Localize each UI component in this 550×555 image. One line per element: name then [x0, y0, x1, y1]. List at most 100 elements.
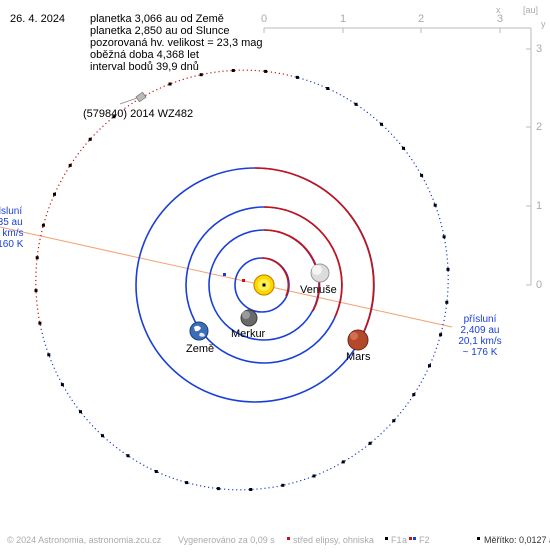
info-line-distance-earth: planetka 3,066 au od Země: [90, 13, 224, 25]
aphelion-title: odsluní: [0, 206, 23, 217]
footer-scale: Měřítko: 0,0127 au/bod: [484, 535, 550, 545]
asteroid-orbit-segment: [82, 146, 84, 148]
asteroid-orbit-point: [185, 481, 189, 485]
asteroid-orbit-point: [88, 137, 92, 141]
asteroid-orbit-segment: [388, 130, 390, 132]
asteroid-orbit-segment: [343, 96, 345, 98]
asteroid-orbit-segment: [437, 214, 440, 216]
x-tick-label-0: 0: [261, 13, 268, 25]
asteroid-orbit-segment: [206, 72, 208, 75]
asteroid-orbit-segment: [276, 485, 278, 488]
asteroid-orbit-segment: [111, 117, 113, 119]
aphelion-distance: 3,35 au: [0, 217, 23, 228]
asteroid-orbit-segment: [124, 107, 126, 109]
asteroid-orbit-segment: [264, 487, 266, 489]
asteroid-orbit-segment: [443, 238, 446, 240]
asteroid-orbit-segment: [446, 299, 448, 301]
asteroid-orbit-segment: [302, 78, 304, 80]
asteroid-orbit-point: [126, 454, 130, 458]
asteroid-orbit-segment: [94, 428, 96, 430]
asteroid-orbit-segment: [39, 238, 41, 241]
asteroid-orbit-segment: [370, 114, 372, 116]
asteroid-orbit-segment: [45, 215, 47, 217]
asteroid-orbit-segment: [38, 243, 40, 245]
asteroid-orbit-segment: [447, 262, 449, 264]
asteroid-orbit-segment: [171, 82, 173, 84]
asteroid-orbit-segment: [254, 69, 256, 72]
asteroid-orbit-segment: [351, 455, 353, 458]
asteroid-orbit-point: [47, 353, 51, 357]
asteroid-orbit-point: [442, 235, 446, 239]
asteroid-orbit-segment: [218, 71, 220, 73]
asteroid-orbit-point: [38, 321, 42, 325]
asteroid-orbit-segment: [85, 143, 87, 145]
asteroid-orbit-segment: [163, 85, 165, 87]
asteroid-orbit-segment: [361, 448, 363, 451]
footer-a: a: [402, 535, 408, 545]
asteroid-orbit-segment: [333, 466, 336, 468]
asteroid-orbit-segment: [208, 486, 210, 488]
asteroid-orbit-segment: [433, 355, 435, 357]
asteroid-orbit-segment: [422, 377, 424, 380]
asteroid-orbit-point: [53, 192, 56, 196]
asteroid-orbit-segment: [75, 156, 77, 158]
mars-label: Mars: [346, 351, 371, 363]
asteroid-orbit-segment: [280, 485, 282, 487]
asteroid-orbit-segment: [242, 69, 244, 71]
asteroid-orbit-point: [154, 470, 158, 473]
asteroid-orbit-point: [312, 474, 316, 478]
x-tick-label-2: 2: [418, 13, 425, 25]
asteroid-orbit-segment: [393, 136, 395, 138]
asteroid-orbit-segment: [238, 69, 240, 71]
asteroid-orbit-segment: [445, 250, 447, 252]
asteroid-orbit-segment: [148, 92, 151, 94]
asteroid-orbit-segment: [196, 484, 198, 486]
asteroid-orbit-segment: [300, 480, 302, 482]
asteroid-orbit-segment: [77, 153, 79, 155]
venus-orbit-red: [263, 229, 321, 312]
asteroid-orbit-segment: [125, 454, 127, 456]
asteroid-orbit-segment: [420, 381, 422, 383]
asteroid-orbit-segment: [445, 307, 447, 309]
asteroid-orbit-segment: [306, 79, 308, 81]
asteroid-orbit-segment: [96, 131, 98, 133]
asteroid-orbit-segment: [80, 149, 82, 152]
asteroid-orbit-segment: [446, 303, 448, 305]
asteroid-orbit-segment: [307, 477, 309, 479]
earth-icon: [189, 321, 209, 341]
asteroid-orbit-point: [295, 75, 299, 79]
asteroid-orbit-segment: [154, 470, 156, 472]
asteroid-orbit-segment: [150, 468, 152, 470]
asteroid-orbit-segment: [122, 451, 124, 453]
asteroid-orbit-segment: [97, 431, 99, 433]
asteroid-orbit-segment: [443, 319, 445, 322]
asteroid-orbit-segment: [36, 255, 38, 257]
asteroid-orbit-point: [428, 364, 431, 368]
x-tick-label-3: 3: [497, 13, 504, 25]
asteroid-orbit-segment: [108, 120, 110, 122]
asteroid-orbit-segment: [165, 475, 167, 477]
asteroid-orbit-segment: [200, 485, 202, 487]
asteroid-orbit-segment: [35, 292, 37, 294]
perihelion-title: přísluní: [463, 314, 497, 325]
asteroid-orbit-point: [392, 419, 396, 423]
asteroid-orbit-segment: [373, 116, 375, 119]
asteroid-orbit-segment: [176, 479, 178, 481]
asteroid-orbit-segment: [286, 74, 288, 76]
asteroid-orbit-segment: [447, 274, 449, 276]
asteroid-orbit-segment: [38, 316, 40, 318]
asteroid-orbit-segment: [430, 194, 432, 197]
asteroid-orbit-segment: [405, 405, 407, 407]
asteroid-orbit-segment: [198, 74, 200, 76]
asteroid-orbit-segment: [36, 300, 38, 302]
asteroid-orbit-segment: [310, 81, 312, 83]
asteroid-orbit-segment: [37, 312, 39, 314]
aphelion-speed: 15 km/s: [0, 228, 24, 239]
asteroid-orbit-segment: [432, 198, 434, 200]
asteroid-orbit-segment: [429, 191, 431, 193]
asteroid-orbit-segment: [106, 439, 108, 441]
asteroid-orbit-segment: [167, 84, 169, 86]
footer-copyright[interactable]: © 2024 Astronomia, astronomia.zcu.cz: [7, 535, 162, 545]
asteroid-orbit-point: [446, 267, 450, 271]
asteroid-orbit-segment: [441, 226, 443, 228]
